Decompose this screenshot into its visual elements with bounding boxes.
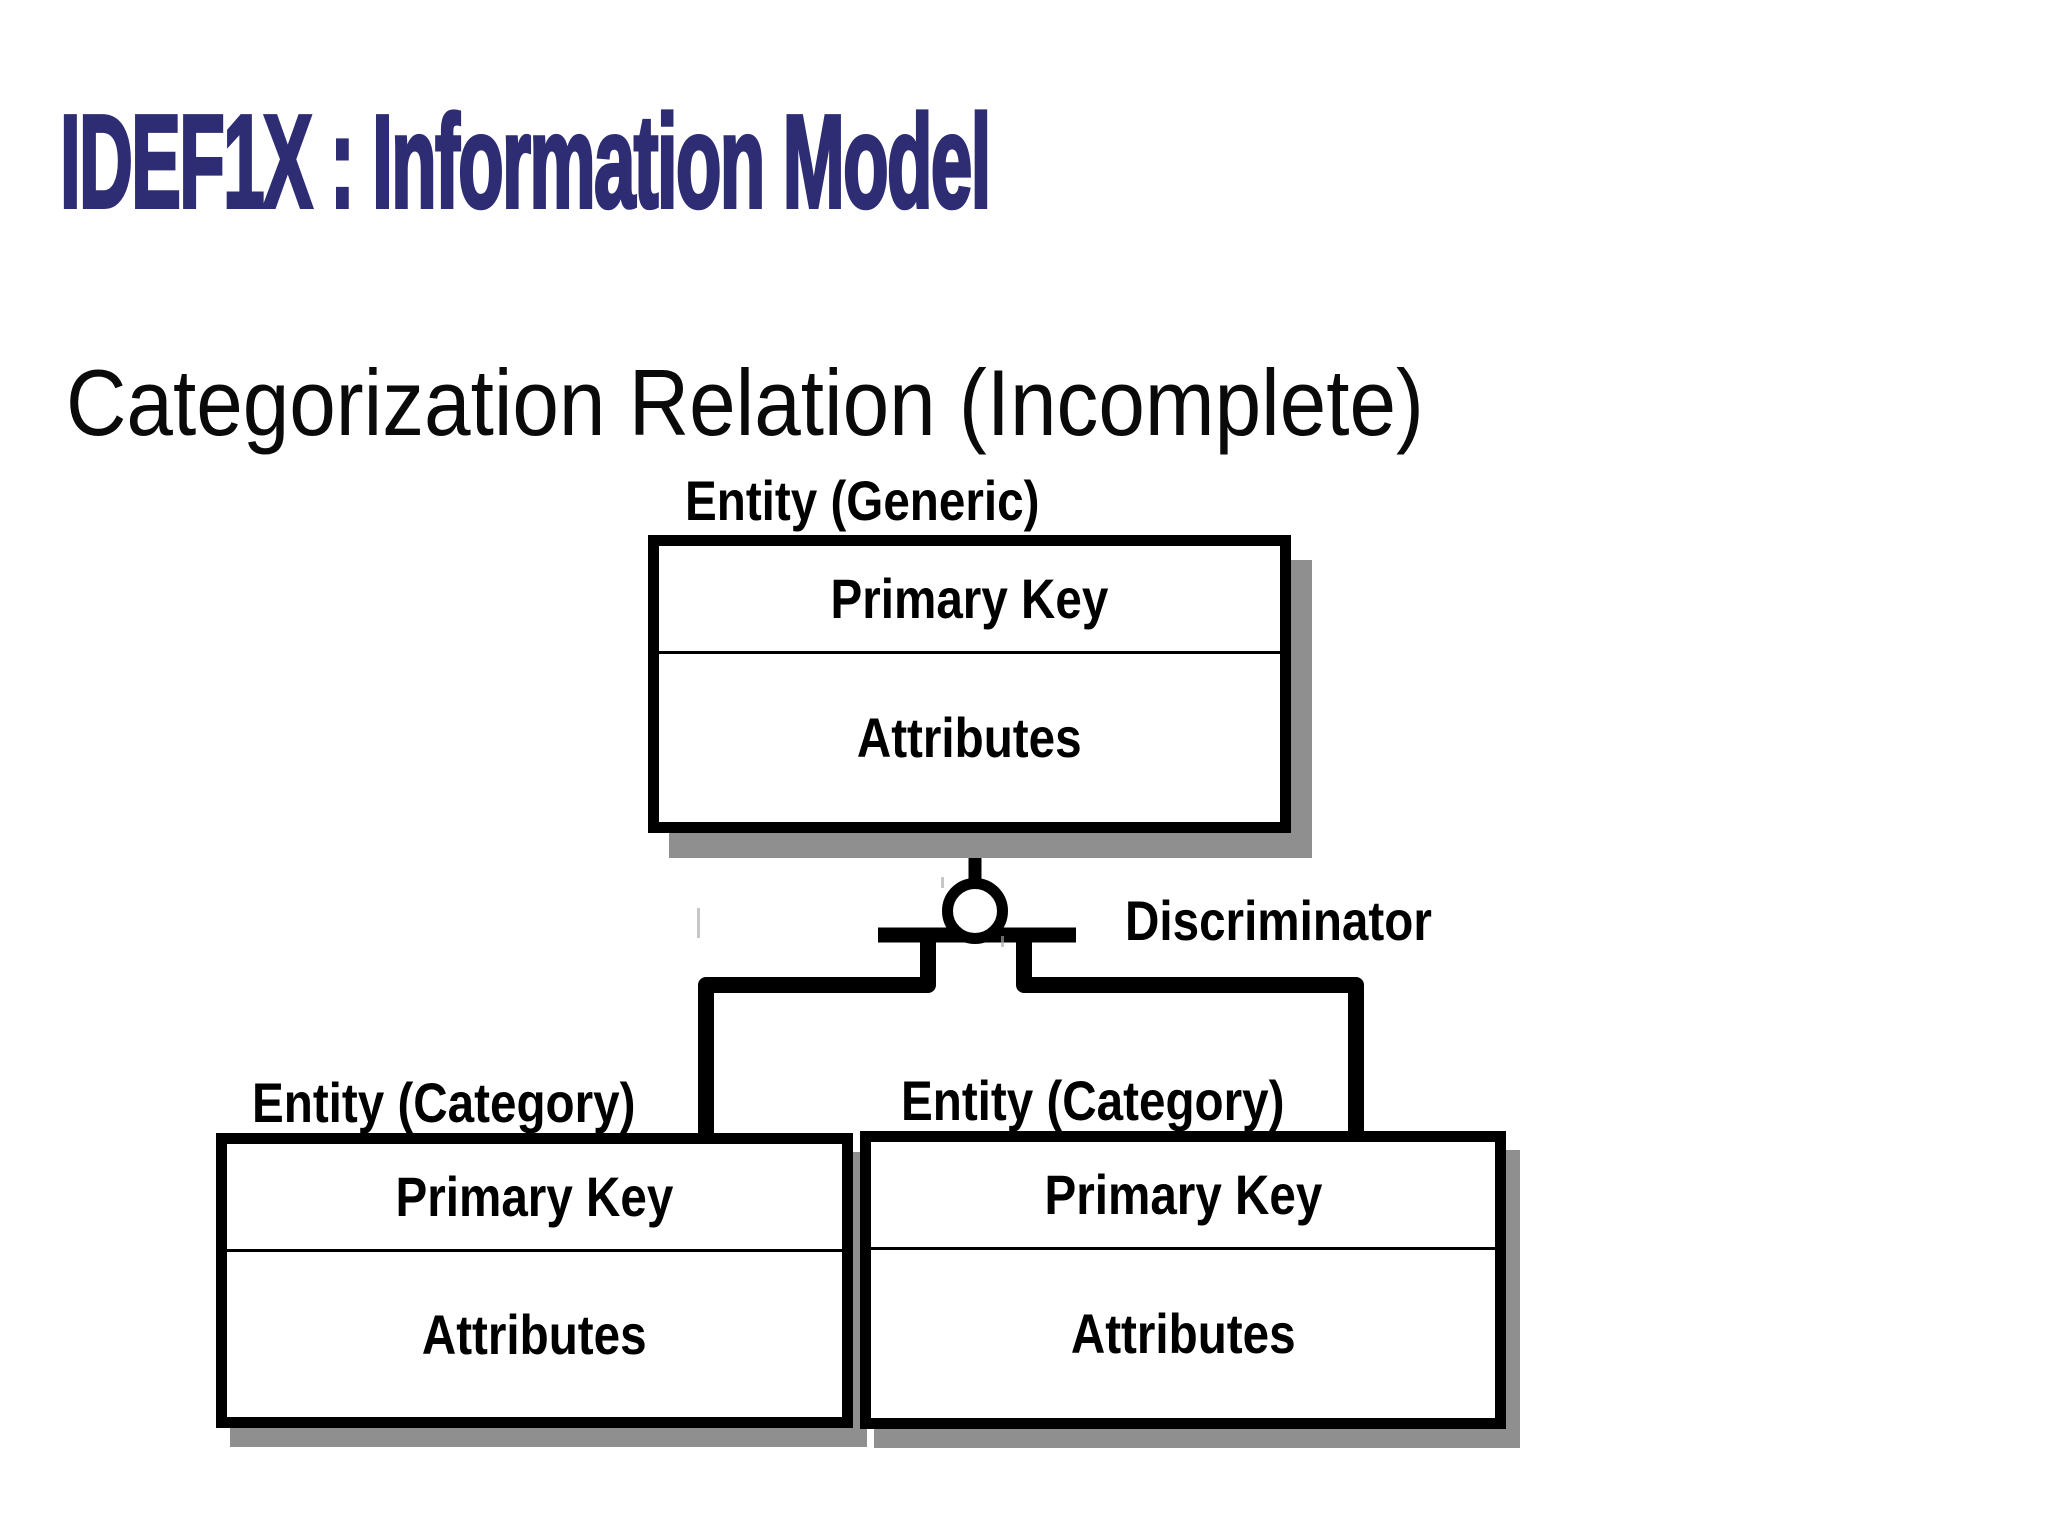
- stray-mark: [697, 908, 700, 938]
- categorization-circle-icon: [942, 878, 1008, 944]
- category-left-entity-label-text: Entity (Category): [252, 1071, 636, 1134]
- page-title-text: IDEF1X : Information Model: [59, 88, 993, 235]
- generic-primary-key-text: Primary Key: [830, 566, 1109, 630]
- stray-mark: [941, 877, 944, 888]
- category-right-entity-label: Entity (Category): [901, 1073, 1352, 1129]
- category-right-entity-box: Primary Key Attributes: [860, 1131, 1506, 1429]
- generic-attributes-section: Attributes: [659, 654, 1280, 822]
- category-left-primary-key-text: Primary Key: [395, 1164, 674, 1228]
- discriminator-label-text: Discriminator: [1125, 889, 1432, 952]
- generic-entity-label-text: Entity (Generic): [685, 469, 1040, 532]
- discriminator-label: Discriminator: [1125, 893, 1486, 949]
- page-title: IDEF1X : Information Model: [59, 88, 1705, 235]
- generic-primary-key-section: Primary Key: [659, 546, 1280, 654]
- category-left-entity-box: Primary Key Attributes: [216, 1133, 853, 1428]
- category-right-attributes-section: Attributes: [871, 1250, 1495, 1418]
- page-subtitle: Categorization Relation (Incomplete): [66, 356, 1592, 450]
- category-left-attributes-section: Attributes: [227, 1252, 842, 1417]
- category-left-entity-label: Entity (Category): [252, 1075, 703, 1131]
- category-right-attributes-text: Attributes: [1070, 1302, 1296, 1365]
- generic-attributes-text: Attributes: [857, 706, 1082, 769]
- stray-mark: [1001, 936, 1004, 947]
- category-right-entity-label-text: Entity (Category): [901, 1069, 1285, 1132]
- left-branch-line: [698, 928, 936, 1136]
- page-subtitle-text: Categorization Relation (Incomplete): [66, 350, 1424, 455]
- category-left-attributes-text: Attributes: [422, 1302, 647, 1366]
- category-right-primary-key-section: Primary Key: [871, 1142, 1495, 1250]
- generic-entity-label: Entity (Generic): [685, 473, 1102, 529]
- right-branch-line: [1016, 928, 1364, 1134]
- generic-entity-box: Primary Key Attributes: [648, 535, 1291, 833]
- category-right-primary-key-text: Primary Key: [1044, 1162, 1322, 1226]
- category-left-primary-key-section: Primary Key: [227, 1144, 842, 1252]
